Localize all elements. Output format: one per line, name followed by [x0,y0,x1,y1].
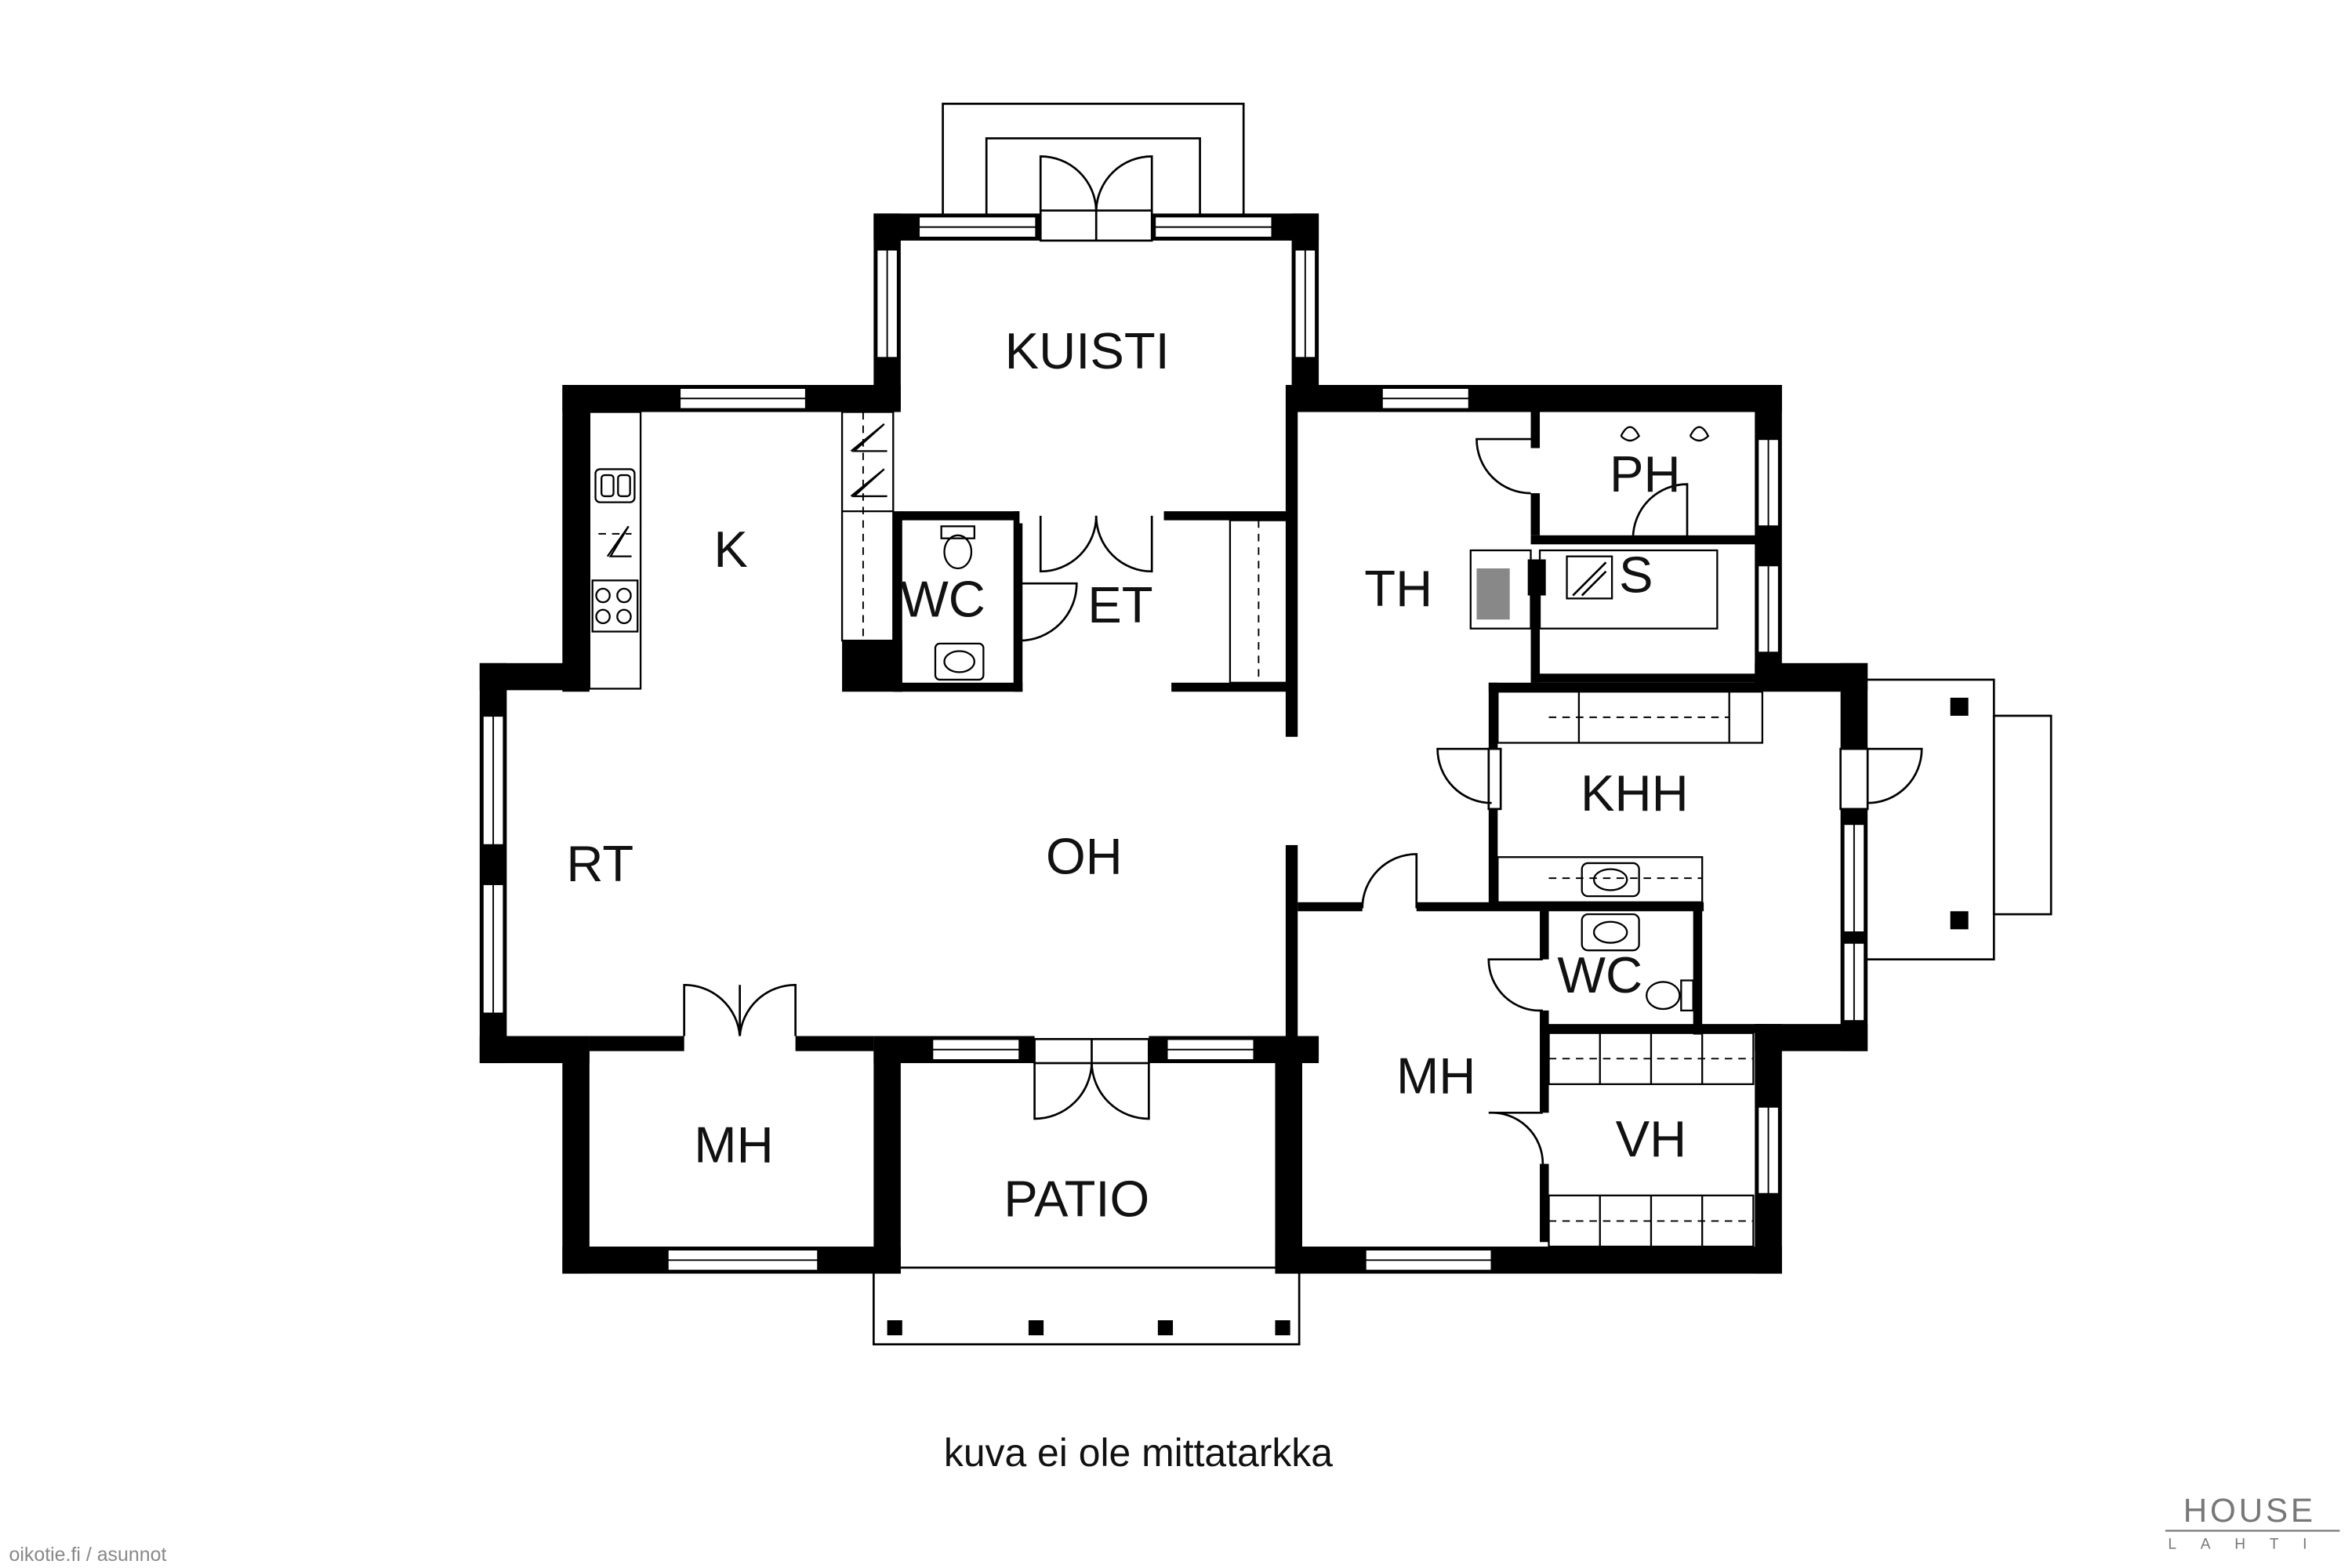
door-khh-outside [1867,747,1923,804]
shower-1 [1620,426,1641,442]
kitchen-tall-units [840,411,895,642]
room-label-wc-1: WC [900,570,985,627]
door-patio-left [1033,1062,1093,1120]
room-label-wc-2: WC [1557,946,1642,1004]
door-et-right [1094,515,1153,573]
door-th [1475,437,1531,495]
khh-counter [1497,856,1704,903]
room-label-oh: OH [1046,827,1123,884]
sauna-stove [1476,568,1510,620]
sauna-bench [1538,549,1719,630]
wc1-toilet-bowl [943,534,973,570]
kuisti-step-inner [985,137,1201,220]
door-kuisti-right [1094,155,1153,211]
room-labels: KUISTI K WC ET TH PH S RT OH KHH WC MH P… [566,322,1688,1228]
room-label-patio: PATIO [1004,1171,1149,1228]
brand-sub: LAHTI [2168,1537,2331,1553]
room-label-rt: RT [566,835,633,892]
brand-logo: HOUSE LAHTI [2165,1492,2340,1553]
wc2-sink [1581,913,1640,952]
dashed-lines [598,412,1754,1222]
sauna-stove-area [1469,549,1532,630]
door-kuisti-left [1039,155,1098,211]
source-credit: oikotie.fi / asunnot [9,1544,167,1566]
door-khh-inner [1436,747,1492,804]
stove-burner [595,587,611,604]
room-label-vh: VH [1616,1110,1687,1167]
scale-disclaimer: kuva ei ole mittatarkka [944,1431,1333,1475]
fridge-symbols [606,423,887,557]
wc1-toilet-tank [940,525,976,539]
side-deck [1863,678,1995,961]
kuisti-steps [942,102,1245,220]
room-label-et: ET [1087,576,1152,633]
room-label-th: TH [1364,560,1432,617]
brand-name: HOUSE [2183,1492,2316,1529]
room-label-mh-1: MH [694,1116,773,1174]
door-ph-s [1632,483,1689,539]
room-label-khh: KHH [1581,764,1689,822]
room-label-k: K [713,521,748,578]
door-wc2 [1487,958,1543,1012]
wc1-sink [934,642,985,681]
sauna-heater [1566,555,1613,600]
room-label-mh-2: MH [1396,1047,1475,1104]
wc2-toilet-bowl [1646,981,1681,1011]
khh-cabinets-top [1497,691,1764,744]
door-et-left [1039,515,1098,573]
side-deck-step [1992,714,2053,916]
floor-plan-drawing: KUISTI K WC ET TH PH S RT OH KHH WC MH P… [9,102,2340,1566]
room-label-ph: PH [1610,445,1681,503]
room-label-s: S [1619,546,1653,604]
door-mh2-hall [1361,853,1418,909]
wc2-toilet-tank [1680,979,1694,1012]
patio-deck [873,1266,1301,1346]
doors [683,155,1923,1164]
room-label-kuisti: KUISTI [1005,322,1170,379]
window-glass-lines [492,226,1855,1261]
door-wc1 [1019,582,1078,642]
door-patio-right [1091,1062,1150,1120]
shower-2 [1689,426,1710,442]
khh-sink [1581,862,1640,898]
door-vh [1488,1111,1544,1164]
door-mh1-left [683,983,741,1036]
outdoor-structures [873,102,2053,1346]
posts [887,697,1969,1336]
door-mh1-right [739,983,797,1036]
kitchen-sink [594,468,636,503]
